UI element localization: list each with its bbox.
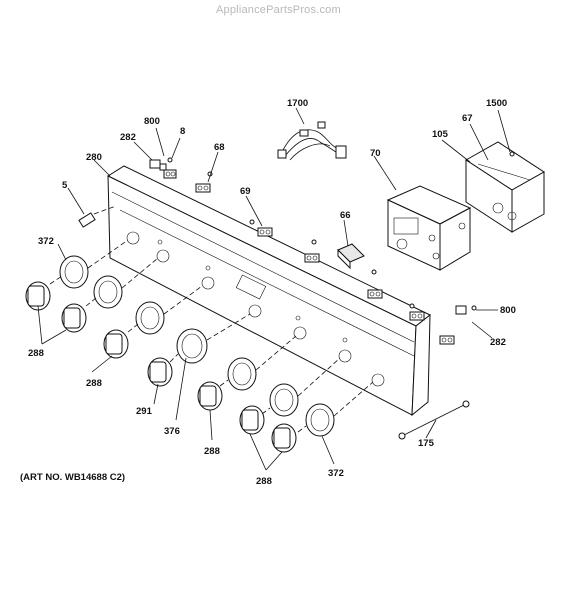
callout-70: 70: [370, 148, 381, 159]
control-module-part-70[interactable]: [386, 185, 472, 271]
knob: [25, 281, 51, 311]
callout-372: 372: [38, 236, 54, 247]
bezel: [176, 328, 208, 364]
watermark-text: AppliancePartsPros.com: [216, 4, 341, 16]
alignment-lines: [49, 239, 374, 433]
bezel: [227, 357, 257, 391]
callout-376: 376: [164, 426, 180, 437]
callout-5: 5: [62, 180, 68, 191]
knobs-part-288[interactable]: [25, 281, 297, 453]
screws: [167, 151, 515, 311]
rod-part-175[interactable]: [398, 400, 470, 440]
knob: [271, 423, 297, 453]
control-board-part-67[interactable]: [465, 141, 545, 233]
leader-lines: [37, 107, 511, 471]
callout-175: 175: [418, 438, 435, 449]
art-number-label: (ART NO. WB14688 C2): [20, 472, 126, 483]
knob: [103, 329, 129, 359]
callout-68: 68: [214, 142, 225, 153]
knob: [239, 405, 265, 435]
bezel: [269, 383, 299, 417]
knob-part-291[interactable]: [147, 357, 173, 387]
part-66[interactable]: [337, 243, 365, 270]
knob-bezels-part-372[interactable]: [59, 255, 335, 437]
callout-67: 67: [462, 113, 473, 124]
bezel: [305, 403, 335, 437]
callout-105: 105: [432, 129, 449, 140]
callout-8: 8: [180, 126, 185, 137]
panel-knob-holes: [126, 231, 385, 387]
callout-282: 282: [490, 337, 506, 348]
wire-harness-part-1700[interactable]: [277, 121, 347, 161]
control-panel-part-280[interactable]: [106, 165, 431, 417]
callout-288: 288: [256, 476, 272, 487]
callout-1500: 1500: [486, 98, 507, 109]
bezel: [59, 255, 89, 289]
callout-372: 372: [328, 468, 344, 479]
bezel: [135, 301, 165, 335]
callout-69: 69: [240, 186, 251, 197]
igniter-part-5[interactable]: [78, 205, 117, 228]
callout-288: 288: [204, 446, 220, 457]
callout-291: 291: [136, 406, 153, 417]
callout-1700: 1700: [287, 98, 308, 109]
callout-280: 280: [86, 152, 102, 163]
callout-288: 288: [28, 348, 44, 359]
switch-brackets[interactable]: [149, 159, 467, 345]
callout-800: 800: [144, 116, 160, 127]
callout-800: 800: [500, 305, 516, 316]
callout-282: 282: [120, 132, 136, 143]
callout-288: 288: [86, 378, 102, 389]
callout-labels: 1700 1500 800 8 282 68 280 5 67 105 70 6…: [28, 98, 516, 487]
knob: [197, 381, 223, 411]
knob: [61, 303, 87, 333]
callout-66: 66: [340, 210, 351, 221]
bezel: [93, 275, 123, 309]
